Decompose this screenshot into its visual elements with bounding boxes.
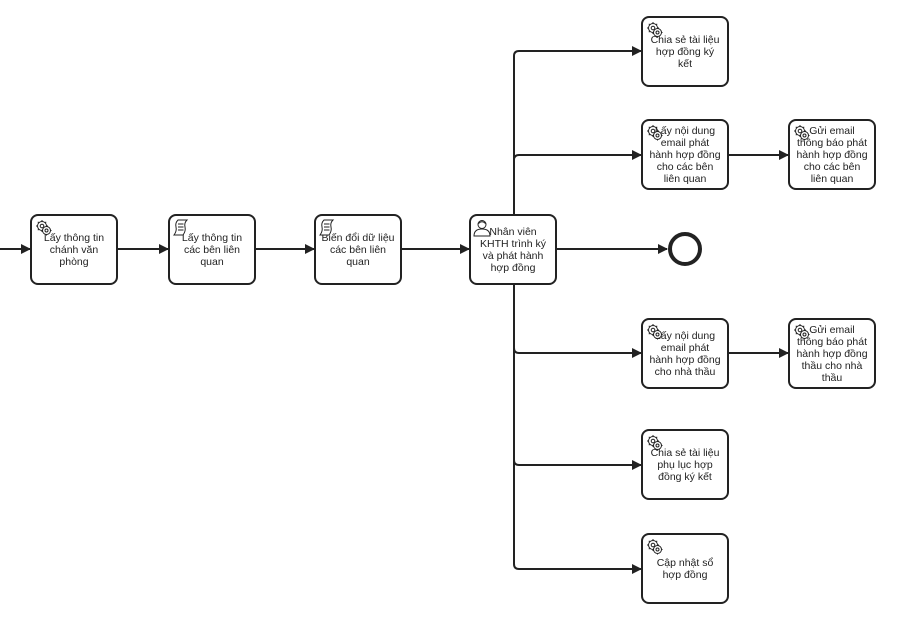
flow-t4-t5[interactable] — [513, 46, 642, 215]
task-t2[interactable]: Lấy thông tin các bên liên quan — [169, 215, 255, 284]
gear-icon — [794, 324, 810, 340]
task-box-t4[interactable] — [469, 214, 557, 285]
task-label: Lấy thông tin chánh văn phòng — [43, 231, 105, 268]
task-t8[interactable]: Lấy nội dung email phát hành hợp đồng ch… — [642, 319, 728, 388]
task-t6[interactable]: Lấy nội dung email phát hành hợp đồng ch… — [642, 120, 728, 189]
task-label: Chia sẻ tài liệu phụ lục hợp đồng ký kết — [650, 446, 720, 483]
task-box-t10[interactable] — [641, 429, 729, 500]
flow-t4-t11[interactable] — [513, 284, 642, 574]
gear-icon — [794, 125, 810, 141]
gear-icon — [647, 125, 663, 141]
gear-icon — [647, 22, 663, 38]
flow-t4-t10[interactable] — [513, 284, 642, 470]
task-label: Chia sẻ tài liệu hợp đồng ký kết — [650, 33, 720, 70]
task-t9[interactable]: Gửi email thông báo phát hành hợp đồng t… — [789, 319, 875, 388]
task-label: Cập nhật sổ hợp đồng — [656, 556, 714, 581]
task-label: Lấy thông tin các bên liên quan — [181, 231, 243, 268]
script-icon — [173, 219, 189, 236]
gear-icon — [36, 220, 52, 236]
task-label: Gửi email thông báo phát hành hợp đồng t… — [796, 323, 868, 384]
task-box-t8[interactable] — [641, 318, 729, 389]
gear-icon — [647, 539, 663, 555]
flow-t4-t6[interactable] — [513, 150, 642, 215]
task-box-t1[interactable] — [30, 214, 118, 285]
task-t5[interactable]: Chia sẻ tài liệu hợp đồng ký kết — [642, 17, 728, 86]
task-t7[interactable]: Gửi email thông báo phát hành hợp đồng c… — [789, 120, 875, 189]
task-t4[interactable]: Nhân viên KHTH trình ký và phát hành hợp… — [470, 215, 556, 284]
task-label: Biến đổi dữ liệu các bên liên quan — [321, 231, 395, 268]
sequence-flows — [0, 46, 789, 574]
task-box-t6[interactable] — [641, 119, 729, 190]
end-event[interactable] — [668, 232, 702, 266]
task-label: Nhân viên KHTH trình ký và phát hành hợp… — [480, 225, 546, 274]
flow-t4-t8[interactable] — [513, 284, 642, 358]
task-box-t9[interactable] — [788, 318, 876, 389]
task-label: Lấy nội dung email phát hành hợp đồng ch… — [649, 124, 721, 185]
task-t3[interactable]: Biến đổi dữ liệu các bên liên quan — [315, 215, 401, 284]
task-box-t3[interactable] — [314, 214, 402, 285]
task-box-t2[interactable] — [168, 214, 256, 285]
task-box-t11[interactable] — [641, 533, 729, 604]
task-box-t7[interactable] — [788, 119, 876, 190]
task-t11[interactable]: Cập nhật sổ hợp đồng — [642, 534, 728, 603]
task-label: Lấy nội dung email phát hành hợp đồng ch… — [649, 329, 721, 378]
task-box-t5[interactable] — [641, 16, 729, 87]
script-icon — [319, 219, 335, 236]
task-t10[interactable]: Chia sẻ tài liệu phụ lục hợp đồng ký kết — [642, 430, 728, 499]
task-label: Gửi email thông báo phát hành hợp đồng c… — [796, 124, 868, 185]
user-icon — [473, 220, 491, 237]
gear-icon — [647, 324, 663, 340]
gear-icon — [647, 435, 663, 451]
task-boxes — [30, 16, 876, 604]
task-t1[interactable]: Lấy thông tin chánh văn phòng — [31, 215, 117, 284]
